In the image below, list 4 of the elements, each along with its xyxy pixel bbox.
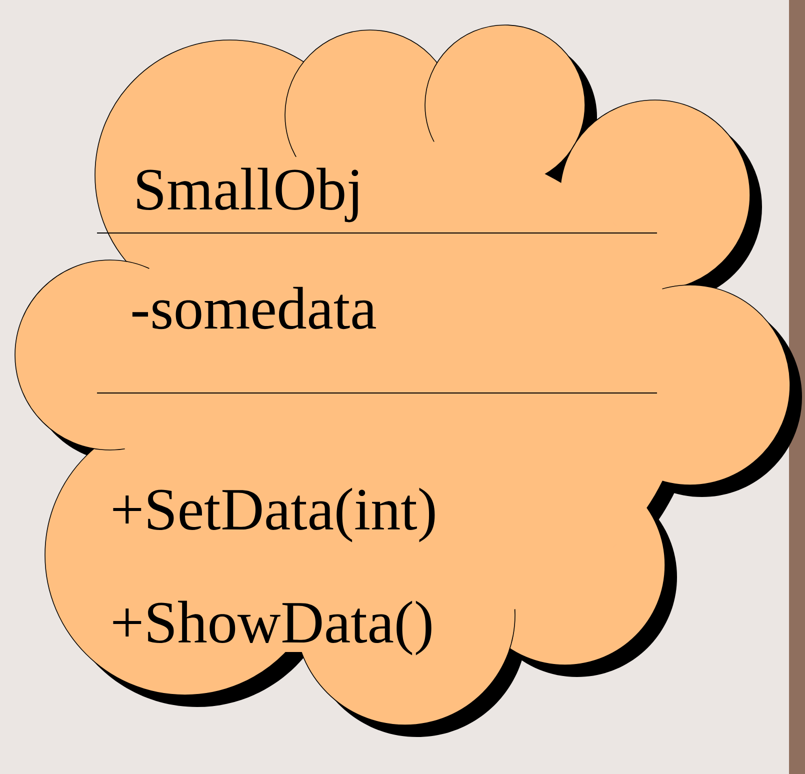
method: +ShowData() [113, 600, 432, 656]
method: +SetData(int) [113, 488, 435, 542]
attribute: -somedata [132, 286, 376, 330]
class-name: SmallObj [137, 168, 358, 222]
